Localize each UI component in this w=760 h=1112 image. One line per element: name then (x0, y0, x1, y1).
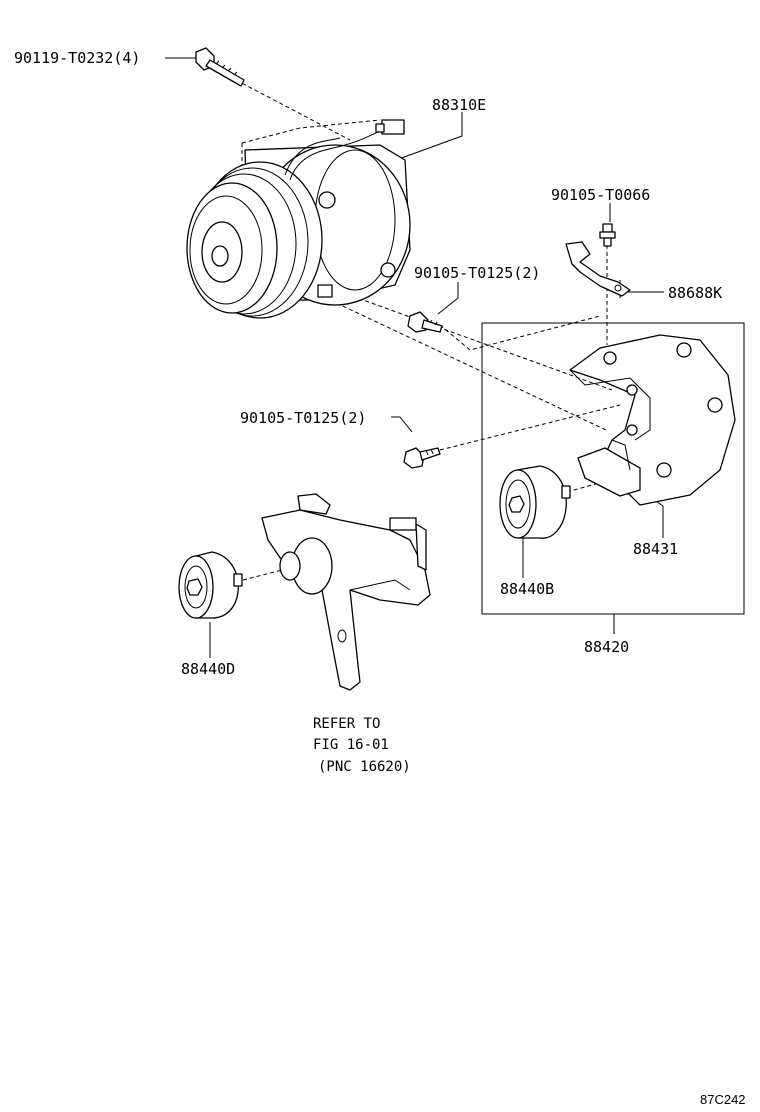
label-compressor: 88310E (432, 96, 486, 114)
leader-lines (165, 57, 664, 658)
label-idler-d: 88440D (181, 660, 235, 678)
reference-line-1: REFER TO (313, 716, 380, 732)
diagram-code: 87C242 (700, 1092, 746, 1107)
idler-88440b-icon (499, 465, 571, 539)
bolt-90105-small-icon (599, 223, 616, 247)
label-bolt-mid: 90105-T0125(2) (414, 264, 540, 282)
assembly-88420-box (481, 322, 745, 615)
reference-line-2: FIG 16-01 (313, 737, 389, 753)
label-bracket-sub: 88431 (633, 540, 678, 558)
idler-88440d-icon (178, 551, 243, 619)
label-bolt-small: 90105-T0066 (551, 186, 650, 204)
label-idler-b: 88440B (500, 580, 554, 598)
label-assembly: 88420 (584, 638, 629, 656)
label-bracket-small: 88688K (668, 284, 722, 302)
bolt-90105-mid-icon (407, 311, 443, 333)
small-bracket-icon (565, 241, 631, 297)
bracket-88431-icon (569, 334, 736, 506)
label-bolt-lower: 90105-T0125(2) (240, 409, 366, 427)
bolt-90105-lower-icon (403, 447, 441, 469)
bolt-90119-icon (195, 47, 245, 87)
label-bolt-top: 90119-T0232(4) (14, 49, 140, 67)
engine-bracket-icon (261, 493, 431, 691)
compressor-icon (186, 119, 411, 319)
reference-line-3: (PNC 16620) (318, 759, 411, 775)
